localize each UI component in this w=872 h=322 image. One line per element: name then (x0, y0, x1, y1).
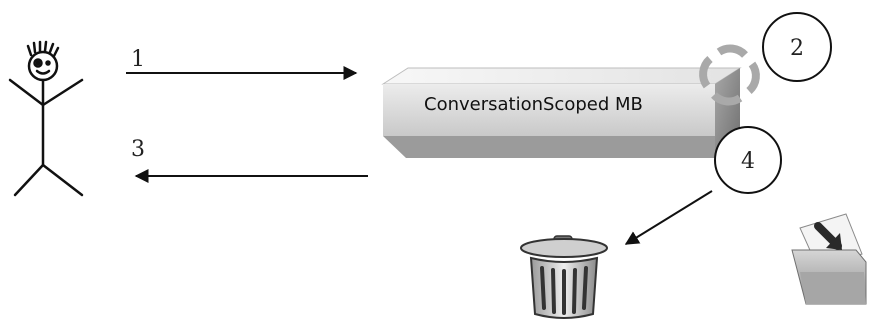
discard-arrow (624, 190, 713, 245)
step-2-label: 2 (790, 36, 804, 61)
step-2-marker: 2 (762, 12, 832, 82)
step-4-label: 4 (741, 149, 755, 174)
box-label: ConversationScoped MB (424, 94, 643, 115)
trash-can-icon (520, 235, 608, 319)
box-top-face (381, 67, 742, 85)
step-1-label: 1 (131, 47, 145, 72)
download-folder-icon (791, 213, 867, 305)
stick-figure-icon (8, 40, 84, 197)
box-bottom-face (383, 136, 715, 158)
refresh-cycle-icon (699, 44, 760, 106)
box-front-face (383, 84, 715, 136)
conversation-scoped-bean-box: ConversationScoped MB (381, 67, 742, 158)
step-4-marker: 4 (714, 126, 782, 194)
step-3-label: 3 (131, 137, 145, 162)
